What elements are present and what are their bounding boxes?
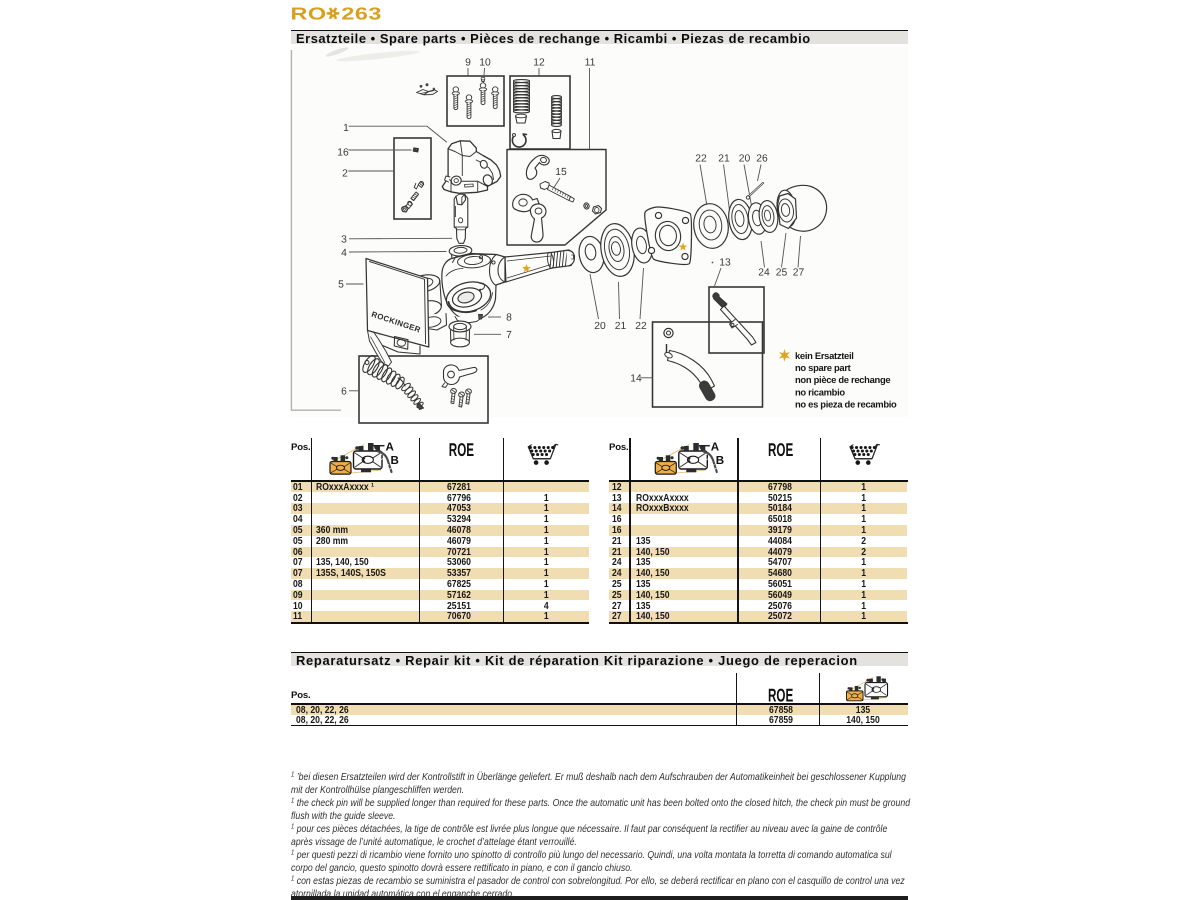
- svg-text:1: 1: [343, 123, 349, 134]
- svg-text:26: 26: [756, 154, 768, 165]
- svg-text:A: A: [386, 441, 395, 454]
- svg-text:25: 25: [776, 268, 788, 279]
- svg-text:no spare part: no spare part: [795, 362, 851, 373]
- svg-text:no ricambio: no ricambio: [795, 386, 845, 397]
- svg-text:RO: RO: [291, 4, 327, 24]
- svg-text:4: 4: [341, 248, 347, 259]
- svg-text:24: 24: [758, 268, 770, 279]
- svg-text:7: 7: [506, 330, 512, 341]
- svg-text:20: 20: [594, 321, 606, 332]
- svg-text:20: 20: [739, 154, 751, 165]
- svg-text:2: 2: [342, 169, 348, 180]
- svg-text:22: 22: [695, 154, 707, 165]
- svg-text:ROE: ROE: [768, 439, 793, 460]
- svg-text:non pièce de rechange: non pièce de rechange: [795, 374, 890, 385]
- svg-text:15: 15: [555, 167, 567, 178]
- svg-text:10: 10: [479, 58, 491, 69]
- svg-text:3: 3: [341, 235, 347, 246]
- svg-text:21: 21: [615, 321, 627, 332]
- svg-text:12: 12: [533, 58, 545, 69]
- svg-text:A: A: [711, 441, 720, 454]
- svg-text:8: 8: [506, 313, 512, 324]
- svg-text:5: 5: [338, 280, 344, 291]
- svg-text:6: 6: [341, 387, 347, 398]
- svg-text:ROE: ROE: [449, 439, 474, 460]
- svg-text:11: 11: [585, 58, 596, 69]
- svg-text:9: 9: [465, 58, 471, 69]
- svg-text:16: 16: [337, 148, 349, 159]
- svg-text:kein Ersatzteil: kein Ersatzteil: [795, 350, 854, 361]
- svg-text:no es pieza de recambio: no es pieza de recambio: [795, 398, 897, 409]
- svg-text:ROCKINGER: ROCKINGER: [370, 310, 422, 335]
- svg-text:B: B: [716, 454, 724, 467]
- svg-text:14: 14: [630, 374, 642, 385]
- svg-text:263: 263: [341, 4, 382, 24]
- svg-text:27: 27: [793, 268, 805, 279]
- svg-text:21: 21: [718, 154, 730, 165]
- svg-text:B: B: [391, 454, 399, 467]
- svg-text:13: 13: [719, 258, 731, 269]
- svg-text:22: 22: [635, 321, 647, 332]
